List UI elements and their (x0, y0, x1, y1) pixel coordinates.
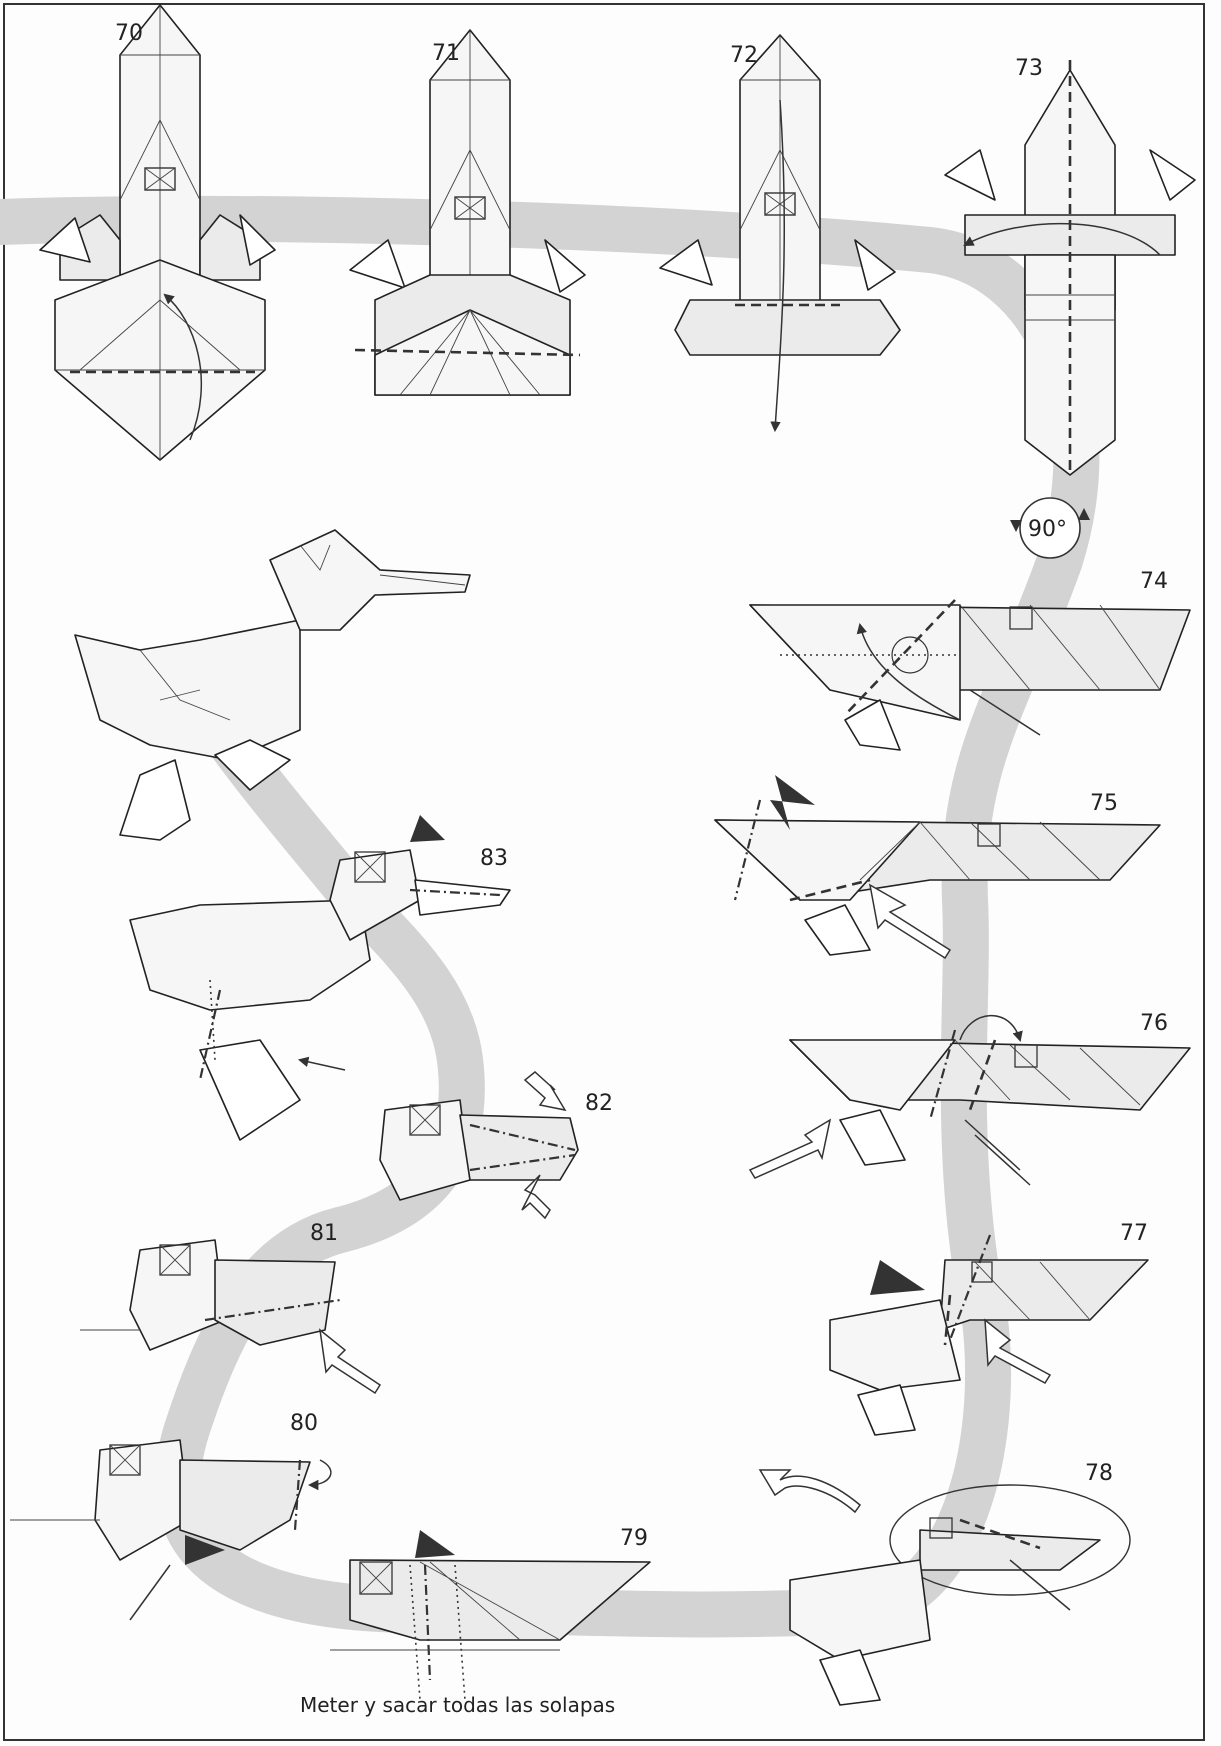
caption-text: Meter y sacar todas las solapas (300, 1693, 615, 1717)
step-number-75: 75 (1090, 791, 1118, 816)
step-number-83: 83 (480, 846, 508, 871)
step-number-77: 77 (1120, 1221, 1148, 1246)
step-number-74: 74 (1140, 569, 1168, 594)
step-number-79: 79 (620, 1526, 648, 1551)
step-number-71: 71 (432, 41, 460, 66)
step-number-82: 82 (585, 1091, 613, 1116)
rotation-label: 90° (1028, 517, 1067, 542)
step-number-73: 73 (1015, 56, 1043, 81)
step-number-72: 72 (730, 43, 758, 68)
step-number-80: 80 (290, 1411, 318, 1436)
step-number-76: 76 (1140, 1011, 1168, 1036)
step-number-70: 70 (115, 21, 143, 46)
step-70-figure (40, 5, 275, 460)
step-number-81: 81 (310, 1221, 338, 1246)
step-number-78: 78 (1085, 1461, 1113, 1486)
